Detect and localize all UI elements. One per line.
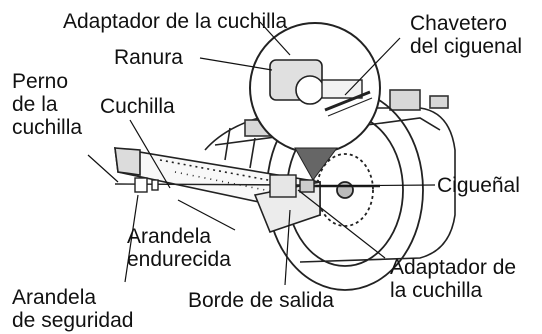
label-line: Perno — [12, 70, 69, 93]
label-slot: Ranura — [114, 46, 183, 69]
label-line: del ciguenal — [410, 35, 523, 58]
label-line: Adaptador de — [390, 256, 517, 279]
label-line: cuchilla — [12, 116, 83, 139]
label-line: endurecida — [127, 248, 231, 271]
label-line: de seguridad — [12, 309, 134, 332]
label-blade-adapter-top: Adaptador de la cuchilla — [63, 10, 288, 33]
label-blade-bolt: Perno de la cuchilla — [12, 70, 82, 139]
bolt-assembly — [114, 174, 315, 198]
label-line: Arandela — [12, 286, 97, 309]
label-line: Arandela — [127, 225, 212, 248]
label-trailing-edge: Borde de salida — [188, 289, 334, 312]
label-hardened-washer: Arandela endurecida — [127, 225, 231, 271]
label-lock-washer: Arandela de seguridad — [12, 286, 133, 332]
label-line: Chavetero — [410, 12, 507, 35]
magnifier-cone — [294, 147, 338, 181]
label-blade-adapter-bottom: Adaptador de la cuchilla — [390, 256, 516, 302]
label-crankshaft-keyway: Chavetero del ciguenal — [410, 12, 522, 58]
label-crankshaft: Cigueñal — [437, 174, 520, 197]
label-line: de la — [12, 93, 58, 116]
label-blade: Cuchilla — [100, 95, 175, 118]
detail-magnifier — [249, 22, 381, 154]
leader-lines — [87, 21, 436, 286]
label-line: la cuchilla — [390, 279, 483, 302]
